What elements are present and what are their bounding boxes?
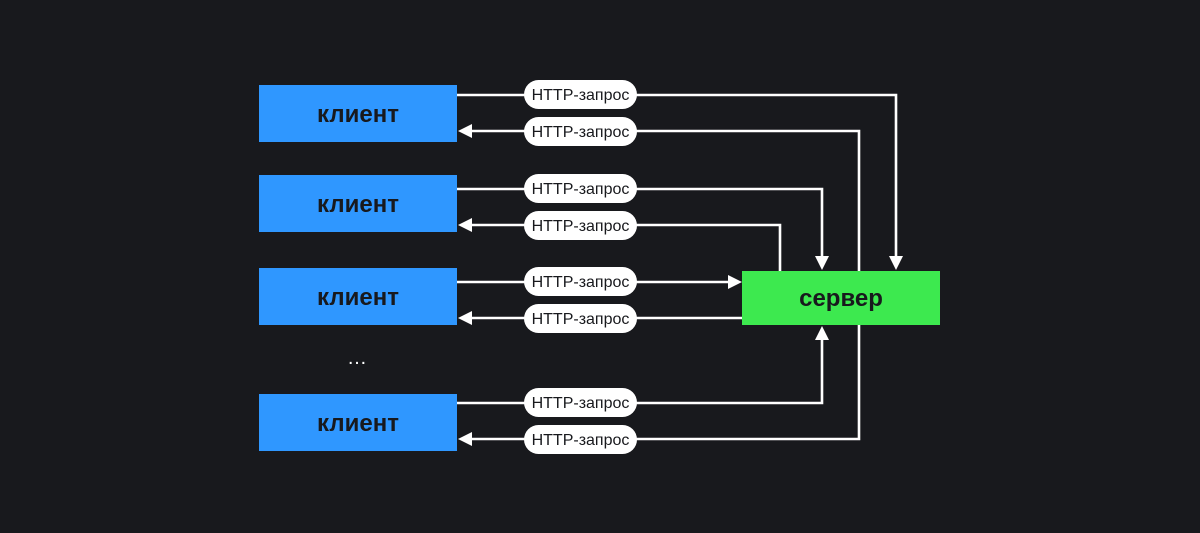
client-label-4: клиент xyxy=(317,410,399,437)
request-line-1 xyxy=(457,93,898,258)
response-pill-1: HTTP-запрос xyxy=(524,117,637,146)
http-labels: HTTP-запрос HTTP-запрос HTTP-запрос HTTP… xyxy=(524,80,637,454)
arrowhead-left-3 xyxy=(458,311,472,325)
response-pill-label-1: HTTP-запрос xyxy=(532,124,630,141)
request-pill-3: HTTP-запрос xyxy=(524,267,637,296)
response-pill-label-2: HTTP-запрос xyxy=(532,218,630,235)
request-pill-label-1: HTTP-запрос xyxy=(532,87,630,104)
arrowhead-right-3 xyxy=(728,275,742,289)
arrowhead-left-2 xyxy=(458,218,472,232)
request-pill-label-2: HTTP-запрос xyxy=(532,181,630,198)
client-label-3: клиент xyxy=(317,284,399,311)
request-pill-4: HTTP-запрос xyxy=(524,388,637,417)
response-pill-3: HTTP-запрос xyxy=(524,304,637,333)
arrowhead-up-4 xyxy=(815,326,829,340)
arrowhead-down-1 xyxy=(889,256,903,270)
response-line-4 xyxy=(470,325,861,441)
client-label-2: клиент xyxy=(317,191,399,218)
client-label-1: клиент xyxy=(317,101,399,128)
response-pill-2: HTTP-запрос xyxy=(524,211,637,240)
client-box-1: клиент xyxy=(259,85,457,142)
arrowhead-down-2 xyxy=(815,256,829,270)
request-pill-label-4: HTTP-запрос xyxy=(532,395,630,412)
connectors xyxy=(457,93,903,446)
response-pill-label-3: HTTP-запрос xyxy=(532,311,630,328)
request-pill-label-3: HTTP-запрос xyxy=(532,274,630,291)
ellipsis: … xyxy=(347,347,369,369)
client-boxes: клиент клиент клиент … клиент xyxy=(259,85,457,451)
arrowhead-left-1 xyxy=(458,124,472,138)
client-box-2: клиент xyxy=(259,175,457,232)
request-line-4 xyxy=(457,339,824,405)
response-pill-4: HTTP-запрос xyxy=(524,425,637,454)
request-line-2 xyxy=(457,187,824,258)
client-box-3: клиент xyxy=(259,268,457,325)
request-pill-2: HTTP-запрос xyxy=(524,174,637,203)
response-pill-label-4: HTTP-запрос xyxy=(532,432,630,449)
request-pill-1: HTTP-запрос xyxy=(524,80,637,109)
client-box-4: клиент xyxy=(259,394,457,451)
server-box: сервер xyxy=(742,271,940,325)
server-label: сервер xyxy=(799,285,883,312)
response-line-1 xyxy=(470,129,861,271)
arrowhead-left-4 xyxy=(458,432,472,446)
